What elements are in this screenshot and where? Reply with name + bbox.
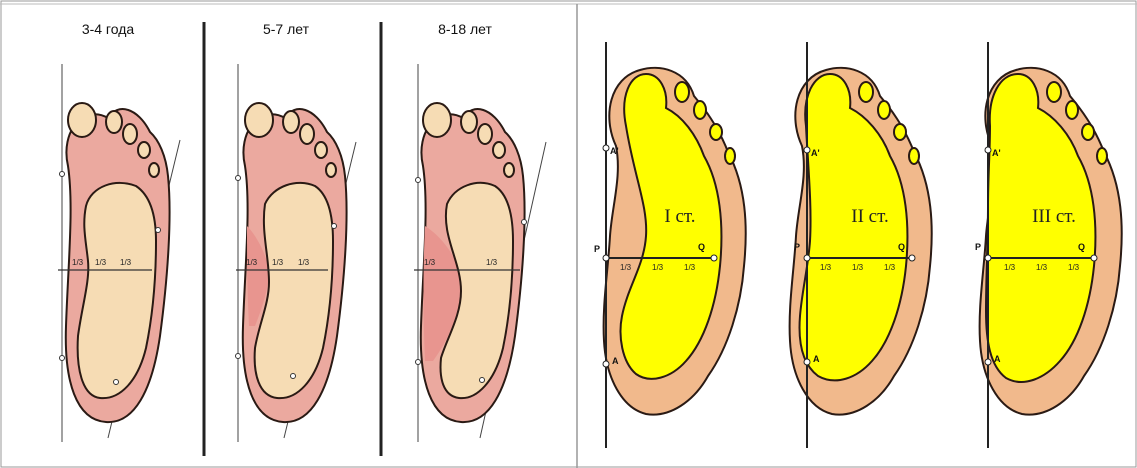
label-p: P [975, 242, 981, 252]
toe [1047, 82, 1061, 102]
degree-label: I ст. [664, 206, 695, 227]
third-label: 1/3 [95, 258, 107, 267]
point-a [985, 359, 991, 365]
label-p: P [794, 242, 800, 252]
toe [894, 124, 906, 140]
third-label: 1/3 [884, 263, 896, 272]
toe [694, 101, 706, 119]
age-column-5-7: 5-7 лет 1/3 1/3 1/3 [236, 21, 357, 442]
third-label: 1/3 [684, 263, 696, 272]
third-label: 1/3 [1036, 263, 1048, 272]
degree-label: III ст. [1032, 206, 1076, 227]
toe [878, 101, 890, 119]
age-column-8-18: 8-18 лет 1/3 1/3 [414, 21, 546, 442]
age-column-3-4: 3-4 года 1/3 1/3 1/3 [58, 21, 180, 442]
third-label: 1/3 [1004, 263, 1016, 272]
point-a-prime [603, 145, 609, 151]
third-label: 1/3 [852, 263, 864, 272]
marker-point [332, 224, 337, 229]
third-label: 1/3 [424, 258, 436, 267]
toe [1097, 148, 1107, 164]
marker-point [156, 228, 161, 233]
toe [283, 111, 299, 133]
age-title: 3-4 года [82, 21, 135, 37]
label-a-prime: A' [811, 148, 820, 158]
marker-point [60, 172, 65, 177]
point-p [603, 255, 609, 261]
toe [300, 124, 314, 144]
third-label: 1/3 [1068, 263, 1080, 272]
label-q: Q [698, 242, 705, 252]
label-q: Q [1078, 242, 1085, 252]
age-title: 8-18 лет [438, 21, 492, 37]
label-p: P [594, 244, 600, 254]
toe [1066, 101, 1078, 119]
toe [504, 163, 514, 177]
marker-point [480, 378, 485, 383]
marker-point [236, 176, 241, 181]
point-a-prime [985, 147, 991, 153]
label-q: Q [898, 242, 905, 252]
toe [675, 82, 689, 102]
toe [423, 103, 451, 137]
label-a: A [813, 354, 820, 364]
third-label: 1/3 [652, 263, 664, 272]
point-p [985, 255, 991, 261]
point-q [711, 255, 717, 261]
marker-point [60, 356, 65, 361]
third-label: 1/3 [246, 258, 258, 267]
toe [68, 103, 96, 137]
degree-foot-3: A' A P Q III ст. 1/3 1/3 1/3 [975, 42, 1122, 448]
degree-foot-1: A' A P Q I ст. 1/3 1/3 1/3 [594, 42, 746, 448]
toe [1082, 124, 1094, 140]
toe [245, 103, 273, 137]
toe [149, 163, 159, 177]
third-label: 1/3 [72, 258, 84, 267]
degree-foot-2: A' A P Q II ст. 1/3 1/3 1/3 [790, 42, 932, 448]
toe [138, 142, 150, 158]
toe [106, 111, 122, 133]
point-a-prime [804, 147, 810, 153]
point-p [804, 255, 810, 261]
marker-point [114, 380, 119, 385]
point-q [909, 255, 915, 261]
degree-label: II ст. [851, 206, 888, 227]
label-a: A [612, 356, 619, 366]
third-label: 1/3 [820, 263, 832, 272]
label-a: A [994, 354, 1001, 364]
marker-point [236, 354, 241, 359]
third-label: 1/3 [620, 263, 632, 272]
toe [478, 124, 492, 144]
label-a-prime: A' [992, 148, 1001, 158]
child-foot [421, 103, 525, 422]
marker-point [522, 220, 527, 225]
marker-point [291, 374, 296, 379]
marker-point [416, 178, 421, 183]
label-a-prime: A' [610, 146, 619, 156]
toe [710, 124, 722, 140]
age-title: 5-7 лет [263, 21, 310, 37]
third-label: 1/3 [120, 258, 132, 267]
point-q [1091, 255, 1097, 261]
toe [493, 142, 505, 158]
third-label: 1/3 [486, 258, 498, 267]
toe [725, 148, 735, 164]
toe [326, 163, 336, 177]
toe [859, 82, 873, 102]
marker-point [416, 360, 421, 365]
toe [461, 111, 477, 133]
point-a [603, 361, 609, 367]
toe [123, 124, 137, 144]
toe [315, 142, 327, 158]
toe [909, 148, 919, 164]
point-a [804, 359, 810, 365]
third-label: 1/3 [272, 258, 284, 267]
third-label: 1/3 [298, 258, 310, 267]
